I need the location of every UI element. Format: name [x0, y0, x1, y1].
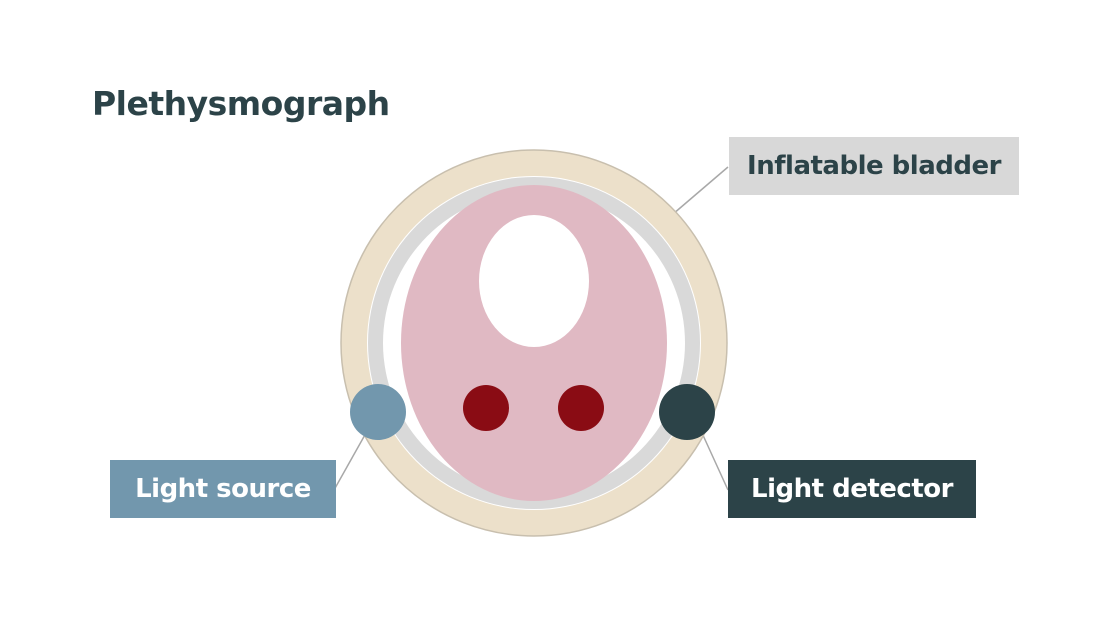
light-detector-label: Light detector [728, 460, 976, 518]
light-source-dot [350, 384, 406, 440]
diagram-title: Plethysmograph [92, 84, 390, 123]
blood-vessel-left [463, 385, 509, 431]
bone [479, 215, 589, 347]
light-detector-dot [659, 384, 715, 440]
light-source-label: Light source [110, 460, 336, 518]
inflatable-bladder-label: Inflatable bladder [729, 137, 1019, 195]
blood-vessel-right [558, 385, 604, 431]
detector-leader-line [701, 432, 729, 491]
source-leader-line [333, 432, 367, 491]
